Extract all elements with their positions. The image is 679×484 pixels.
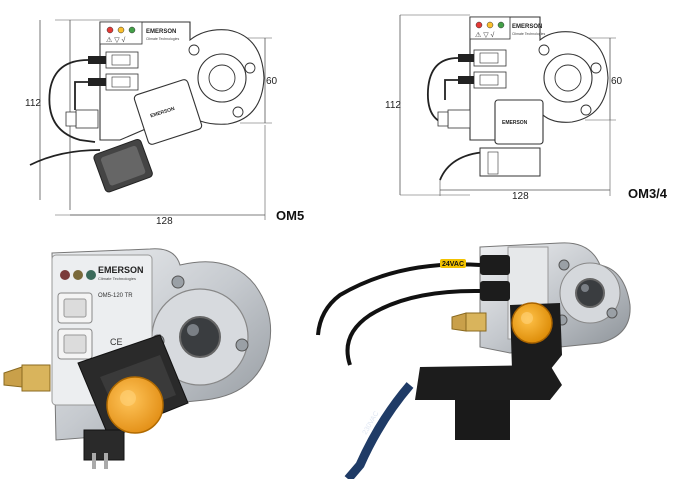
om34-brand-logo: EMERSON	[512, 24, 542, 30]
om5-fitting	[75, 109, 99, 129]
svg-text:Climate Technologies: Climate Technologies	[512, 32, 545, 36]
om34-coil-housing	[415, 365, 562, 400]
om5-height-label: 112	[25, 98, 41, 109]
om34-ring-label: 60	[611, 76, 623, 87]
om5-screw-icon	[188, 44, 200, 56]
om34-power-cable	[344, 382, 414, 482]
om34-technical-drawing: 112 60 128 ⚠ ▽ √ EMERSON Climate Technol…	[385, 14, 623, 202]
om34-fitting	[447, 109, 471, 129]
om5-coil-plug	[93, 138, 153, 193]
om34-screw-icon	[538, 44, 550, 56]
drawing-om5: 112 60 128 ⚠ ▽ √ EMERSON Climate Technol…	[0, 0, 330, 230]
om5-technical-drawing: 112 60 128 ⚠ ▽ √ EMERSON Climate Technol…	[25, 19, 278, 227]
svg-text:⚠ ▽ √: ⚠ ▽ √	[106, 36, 126, 44]
om34-coil	[494, 99, 544, 145]
svg-text:EMERSON: EMERSON	[502, 120, 528, 126]
led-yellow-icon	[486, 21, 494, 29]
ce-mark: CE	[110, 337, 123, 347]
screw-icon	[171, 275, 185, 289]
om5-brass-fitting	[3, 366, 23, 388]
om5-product-photo: EMERSON Climate Technologies OM5-120 TR …	[3, 248, 272, 469]
om34-coil-block	[455, 400, 510, 440]
led-yellow-icon	[73, 270, 83, 280]
om5-brand-sub: Climate Technologies	[146, 37, 179, 41]
led-green-icon	[497, 21, 505, 29]
om5-photo-brand: EMERSON	[98, 265, 144, 275]
led-green-icon	[128, 26, 136, 34]
om5-brand-logo: EMERSON	[146, 29, 176, 35]
photo-om5: EMERSON Climate Technologies OM5-120 TR …	[0, 235, 300, 479]
drawing-om34: 112 60 128 ⚠ ▽ √ EMERSON Climate Technol…	[340, 0, 679, 230]
om34-product-photo: 24VAC 230VAC	[316, 242, 631, 482]
om34-brass-fitting	[451, 312, 467, 332]
om5-yellow-cap	[106, 376, 164, 434]
svg-text:Climate Technologies: Climate Technologies	[98, 276, 136, 281]
led-yellow-icon	[117, 26, 125, 34]
om34-height-label: 112	[385, 100, 401, 111]
svg-text:24VAC: 24VAC	[442, 261, 464, 268]
svg-text:⚠ ▽ √: ⚠ ▽ √	[475, 31, 495, 39]
om34-photo-connector-2	[480, 281, 510, 301]
led-green-icon	[86, 270, 96, 280]
om5-model-label: OM5	[276, 208, 305, 223]
om34-cable-2	[345, 288, 481, 366]
om5-photo-model: OM5-120 TR	[98, 293, 133, 299]
led-red-icon	[60, 270, 70, 280]
photo-om34: 24VAC 230VAC	[300, 235, 679, 482]
om34-photo-connector-1	[480, 255, 510, 275]
om34-model-label: OM3/4	[628, 186, 668, 201]
om34-yellow-cap	[511, 302, 553, 344]
om5-coil: EMERSON	[133, 79, 203, 145]
led-red-icon	[475, 21, 483, 29]
om5-width-label: 128	[156, 216, 173, 227]
om5-cable	[48, 59, 96, 143]
om5-ring-label: 60	[266, 76, 278, 87]
om34-width-label: 128	[512, 191, 529, 202]
screw-icon	[558, 259, 570, 271]
led-red-icon	[106, 26, 114, 34]
cable-tag-24vac	[440, 259, 466, 268]
